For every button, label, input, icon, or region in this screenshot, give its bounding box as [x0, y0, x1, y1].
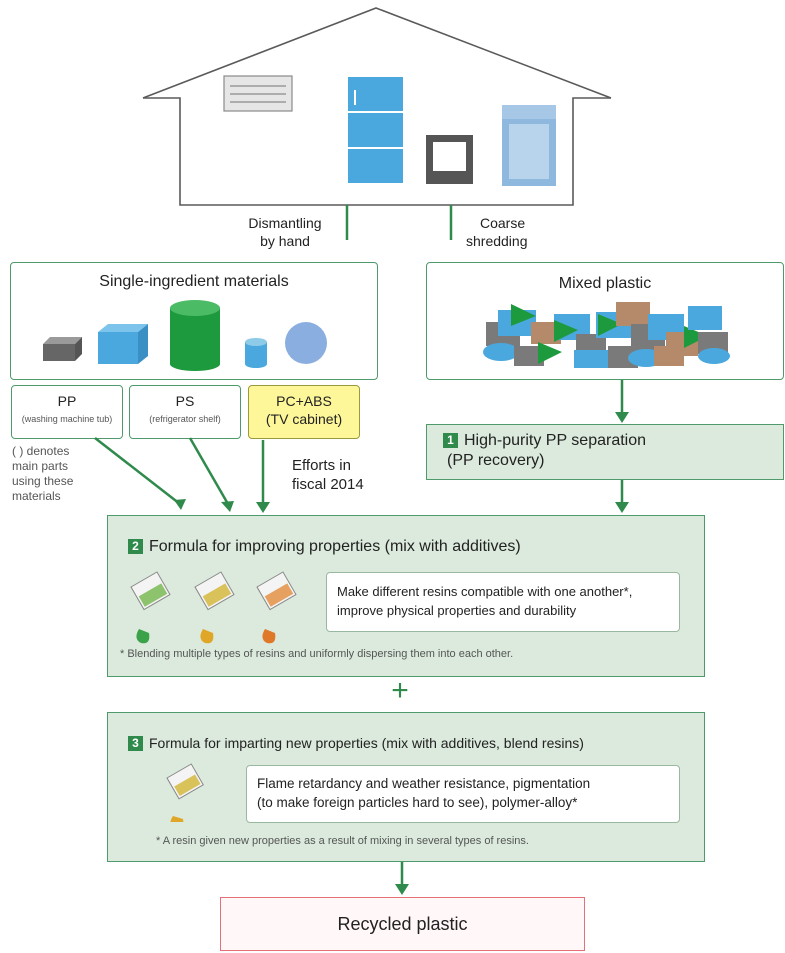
single-ingredient-title: Single-ingredient materials: [99, 273, 289, 290]
refrigerator-icon: [348, 77, 403, 183]
material-shapes: [43, 300, 327, 371]
step3-number-badge: 3: [128, 736, 143, 751]
step1-subtitle: (PP recovery): [447, 452, 545, 469]
step3-title-row: 3 Formula for imparting new properties (m…: [128, 735, 584, 751]
recycled-plastic-label: Recycled plastic: [337, 914, 468, 934]
step2-additive-cups: [130, 571, 297, 644]
gray-block-icon: [43, 337, 82, 361]
green-cylinder-icon: [170, 300, 220, 371]
arrow-to-step1: [615, 380, 629, 423]
orange-additive-cup-icon: [256, 571, 297, 611]
material-tag-ps: PS (refrigerator shelf): [129, 385, 241, 439]
step1-title: High-purity PP separation: [464, 432, 647, 449]
dismantling-label: Dismantling by hand: [248, 215, 322, 249]
efforts-label: Efforts in fiscal 2014: [292, 457, 364, 493]
arrow-to-result: [395, 862, 409, 895]
step3-description-box: Flame retardancy and weather resistance,…: [246, 765, 680, 823]
blue-sphere-icon: [285, 322, 327, 364]
step1-box: 1 High-purity PP separation (PP recovery): [426, 424, 784, 480]
shredding-label: Coarse shredding: [466, 215, 528, 249]
mixed-plastic-title: Mixed plastic: [558, 275, 652, 292]
converging-arrows: [94, 437, 629, 513]
step2-title: Formula for improving properties (mix wi…: [149, 538, 521, 555]
step1-number-badge: 1: [443, 433, 458, 448]
washing-machine-icon: [502, 105, 556, 186]
step2-title-row: 2 Formula for improving properties (mix w…: [128, 538, 521, 556]
blue-cube-icon: [98, 324, 148, 364]
air-conditioner-icon: [223, 75, 293, 112]
parts-note: ( ) denotes main parts using these mater…: [12, 444, 74, 503]
yellow-additive-cup-icon: [166, 763, 204, 800]
tv-icon: [426, 135, 473, 184]
green-additive-cup-icon: [130, 571, 171, 611]
step3-additive-cup: [166, 763, 204, 822]
plus-sign: +: [391, 674, 409, 707]
step2-footnote: * Blending multiple types of resins and …: [120, 648, 514, 660]
material-tag-pc-abs: PC+ABS (TV cabinet): [248, 385, 360, 439]
material-tag-pp: PP (washing machine tub): [11, 385, 123, 439]
step2-description-box: Make different resins compatible with on…: [326, 572, 680, 632]
step2-number-badge: 2: [128, 539, 143, 554]
yellow-additive-cup-icon: [194, 571, 235, 611]
recycled-plastic-box: Recycled plastic: [220, 897, 585, 951]
step3-title: Formula for imparting new properties (mi…: [149, 735, 584, 751]
house-illustration: [142, 7, 612, 240]
mixed-plastic-illustration: [483, 302, 730, 368]
step3-footnote: * A resin given new properties as a resu…: [156, 835, 529, 847]
step3-box: 3 Formula for imparting new properties (m…: [107, 712, 705, 862]
small-cylinder-icon: [245, 338, 267, 368]
step2-box: 2 Formula for improving properties (mix w…: [107, 515, 705, 677]
